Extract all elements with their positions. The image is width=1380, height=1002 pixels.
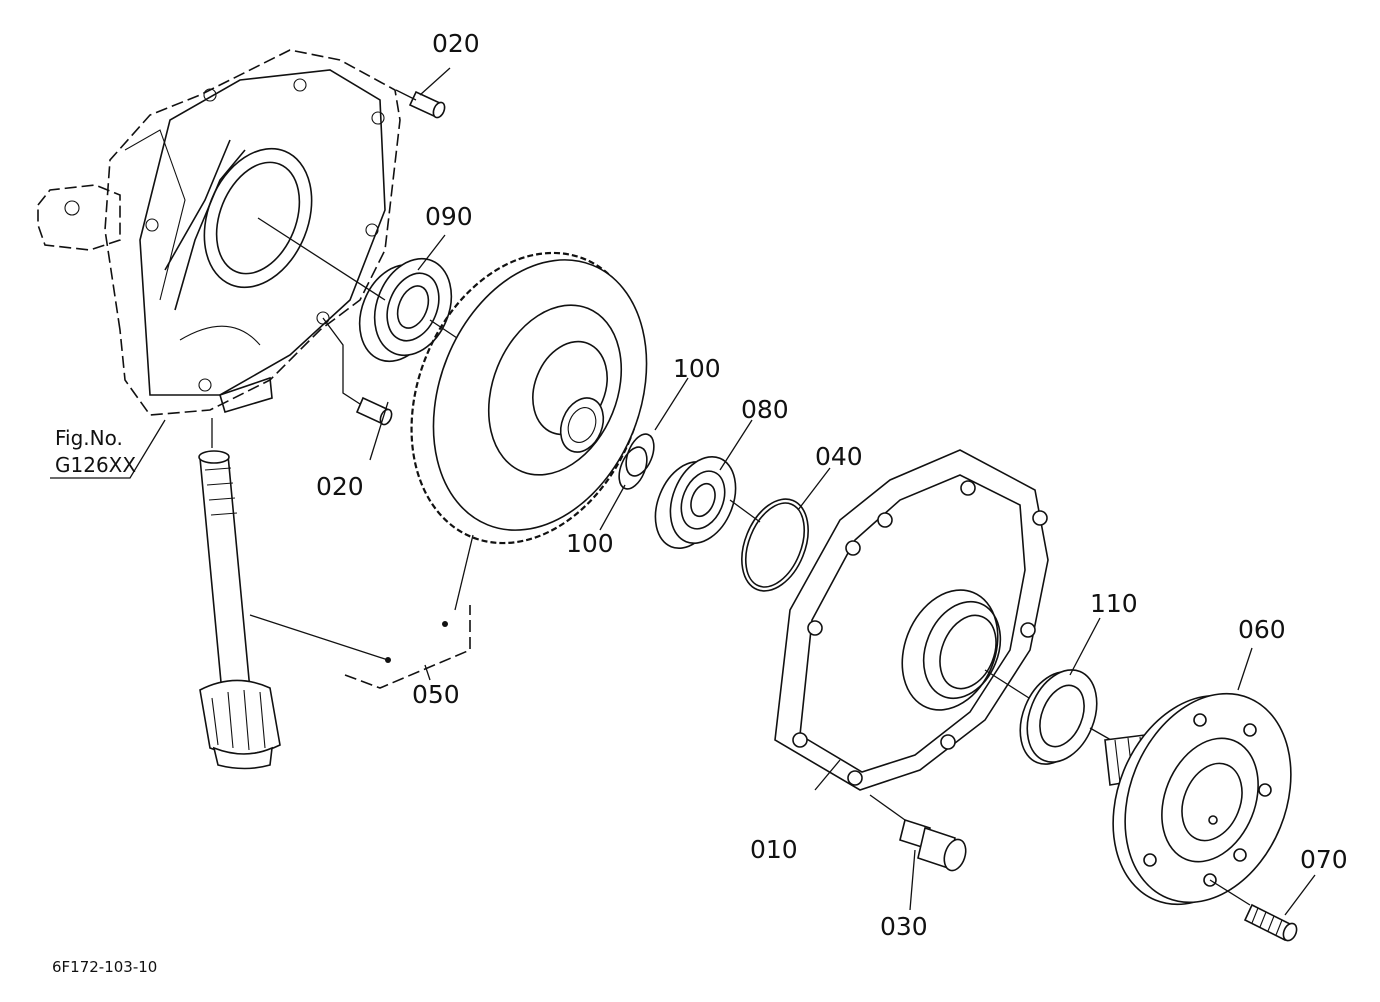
label-060: 060 [1238,615,1286,644]
label-040: 040 [815,442,863,471]
figure-ref-line2: G126XX [55,453,136,477]
figure-ref-line1: Fig.No. [55,426,123,450]
label-080: 080 [741,395,789,424]
label-020-upper: 020 [432,29,480,58]
axle-flange [1104,647,1292,906]
oil-seal [1019,617,1126,765]
dowel-pin-lower [322,317,393,426]
snap-rings [599,377,689,531]
label-010: 010 [750,835,798,864]
label-100-lower: 100 [566,529,614,558]
ball-bearing-small [654,419,753,550]
stud-bolt [1209,874,1316,942]
ball-bearing-large [257,217,461,363]
assembly-bracket-050 [344,605,471,689]
o-ring [729,467,831,592]
label-070: 070 [1300,845,1348,874]
label-100-upper: 100 [673,354,721,383]
dowel-pin-upper [395,89,446,119]
drawing-code: 6F172-103-10 [52,958,157,976]
ring-gear [410,251,648,627]
gear-housing [37,49,401,416]
pinion-shaft [198,450,391,770]
label-110: 110 [1090,589,1138,618]
label-030: 030 [880,912,928,941]
leader-020-upper [419,67,451,96]
leader-090 [417,234,446,271]
figure-reference-leader [50,418,213,479]
drain-plug [899,818,967,911]
gear-cover [774,449,1049,821]
label-050: 050 [412,680,460,709]
label-090: 090 [425,202,473,231]
leader-020-lower [369,401,389,461]
label-020-lower: 020 [316,472,364,501]
